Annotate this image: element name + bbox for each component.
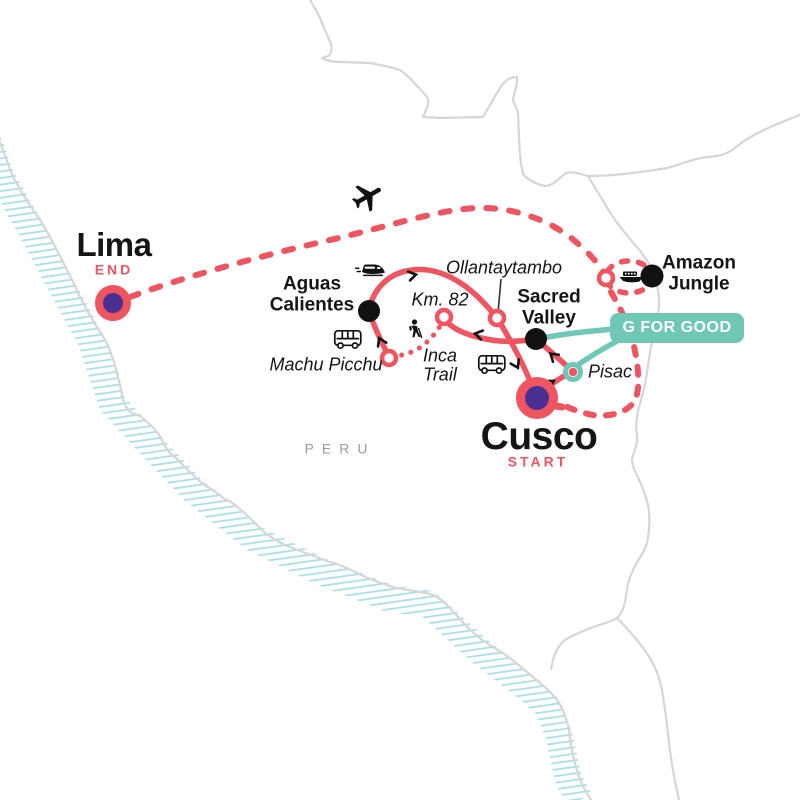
route-inca-trail-dotted	[389, 317, 446, 359]
aguas-calientes-label: Aguas Calientes	[269, 273, 355, 315]
gforgood-link-sacred-valley	[534, 326, 619, 342]
hiker-icon	[409, 319, 423, 339]
amazon-jungle-label: Amazon Jungle	[662, 252, 736, 294]
border-titicaca	[549, 616, 619, 671]
route-flight-lima-dashed	[127, 204, 608, 300]
arrow-to-cusco	[509, 358, 521, 370]
cusco-label: Cusco	[480, 414, 598, 458]
lima-label: Lima	[76, 226, 152, 264]
km82-marker	[434, 307, 454, 327]
border-north	[308, 0, 800, 188]
cusco-marker	[516, 377, 558, 419]
sacred-valley-marker	[525, 328, 547, 350]
sacred-valley-label: Sacred Valley	[517, 286, 581, 328]
lima-end-tag: END	[94, 261, 134, 278]
bus-icon	[333, 329, 362, 350]
pisac-label: Pisac	[587, 361, 633, 382]
inca-trail-label: Inca Trail	[422, 345, 458, 385]
amazon-jungle-marker	[640, 264, 664, 288]
ollantaytambo-pointer	[497, 278, 502, 314]
border-southeast	[615, 616, 681, 800]
cusco-start-tag: START	[507, 453, 569, 470]
country-label: PERU	[304, 440, 376, 457]
pisac-marker-center	[568, 367, 578, 377]
arrow-train-east	[406, 270, 419, 282]
g-for-good-badge: G FOR GOOD	[610, 313, 744, 343]
ollantaytambo-marker	[487, 308, 507, 328]
route-train-aguas-ollantaytambo-cusco	[366, 266, 539, 397]
machu-picchu-label: Machu Picchu	[269, 354, 383, 375]
arrow-to-sacredvalley	[548, 352, 561, 363]
amazon-entry-marker	[596, 268, 616, 288]
machu-picchu-marker	[379, 348, 399, 368]
border-east	[586, 174, 661, 620]
plane-icon	[352, 185, 381, 212]
km82-label: Km. 82	[411, 289, 469, 310]
route-sacredvalley-km82	[441, 316, 538, 344]
train-icon	[355, 264, 385, 277]
arrow-to-km82	[472, 329, 485, 341]
boat-icon	[619, 271, 643, 283]
arrow-to-aguas	[376, 336, 388, 348]
lima-marker	[95, 285, 131, 321]
bus-icon	[477, 354, 506, 375]
ollantaytambo-label: Ollantaytambo	[445, 257, 563, 278]
coastline	[0, 140, 593, 800]
aguas-calientes-marker	[358, 300, 380, 322]
coast-hatching	[0, 135, 592, 800]
